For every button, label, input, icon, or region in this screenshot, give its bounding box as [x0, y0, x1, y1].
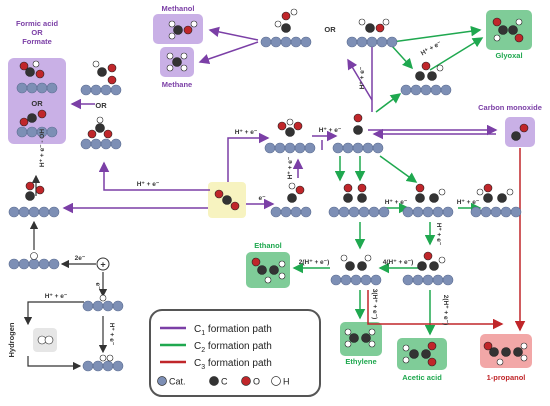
proton-circle: + — [96, 257, 110, 271]
step-four-he: 4(H⁺ + e⁻) — [383, 259, 414, 266]
legend-atom-label: Cat. — [169, 377, 186, 387]
step-h-vert: H⁺ + e⁻ — [287, 156, 294, 179]
or-labels: OR OR OR — [31, 25, 336, 110]
co-label: Carbon monoxide — [478, 103, 542, 112]
propanol-label: 1-propanol — [487, 373, 526, 382]
or-top: OR — [324, 25, 336, 34]
step-he-mid2: H⁺ + e⁻ — [457, 199, 480, 206]
ethanol-label: Ethanol — [254, 241, 282, 250]
or-left-mid: OR — [95, 101, 107, 110]
c1-arrows — [62, 26, 498, 214]
ethylene-label: Ethylene — [345, 357, 376, 366]
step-two-he: 2(H⁺ + e⁻) — [299, 259, 330, 266]
legend-atom-label: H — [283, 377, 290, 387]
legend-label-2: C2 formation path — [194, 341, 272, 354]
hydrogen-path-arrows — [23, 174, 108, 371]
co-box — [505, 117, 535, 147]
step-he-oh: H⁺ + e⁻ - OH — [39, 129, 46, 167]
hydrogen-label: Hydrogen — [7, 322, 16, 357]
step-he-mid1: H⁺ + e⁻ — [385, 199, 408, 206]
legend-atom-label: O — [253, 377, 260, 387]
acetic-acid-label: Acetic acid — [402, 373, 442, 382]
legend-label-3: C3 formation path — [194, 358, 272, 371]
step-three-he: 3(H⁺ + e⁻) — [371, 289, 378, 320]
glyoxal-label: Glyoxal — [495, 51, 522, 60]
svg-text:+: + — [100, 260, 105, 270]
formic-label-3: Formate — [22, 37, 52, 46]
legend-atom-o-icon — [241, 376, 251, 386]
step-he-cooh: H⁺ + e⁻ — [235, 129, 258, 136]
step-he-up: H⁺ + e⁻ — [359, 66, 366, 89]
step-he-hydrogen: H⁺ + e⁻ — [108, 323, 115, 346]
step-e: e⁻ — [258, 195, 266, 202]
step-two-e: 2e⁻ — [75, 255, 86, 262]
step-he-left: H⁺ + e⁻ — [45, 293, 68, 300]
legend-atoms: Cat. C O H — [157, 376, 290, 387]
product-labels: Formic acid OR Formate Methanol Methane … — [7, 4, 542, 382]
legend-atom-c-icon — [209, 376, 219, 386]
methanol-label: Methanol — [162, 4, 195, 13]
step-two-he-acetic: 2(H⁺ + e⁻) — [442, 295, 449, 326]
legend-atom-label: C — [221, 377, 228, 387]
ethylene-box — [340, 322, 382, 356]
legend: C1 formation path C2 formation path C3 for… — [149, 309, 321, 397]
methane-label: Methane — [162, 80, 192, 89]
legend-label-1: C1 formation path — [194, 324, 272, 337]
legend-frame — [149, 309, 321, 397]
step-he-down: H⁺ + e⁻ — [435, 223, 442, 246]
formic-label-2: OR — [31, 28, 43, 37]
c2-arrows — [292, 26, 484, 336]
c3-arrows — [367, 148, 526, 332]
step-he-co: H⁺ + e⁻ — [319, 127, 342, 134]
legend-paths: C1 formation path C2 formation path C3 for… — [160, 324, 272, 371]
catalyst-surfaces — [8, 36, 522, 372]
step-he-co2: H⁺ + e⁻ — [137, 181, 160, 188]
step-he-glyoxal: H⁺ + e⁻ — [420, 40, 444, 58]
or-formic-box: OR — [31, 99, 43, 108]
legend-atom-h-icon — [271, 376, 281, 386]
molecules — [19, 8, 529, 367]
formic-label-1: Formic acid — [16, 19, 59, 28]
legend-atom-cat-icon — [157, 376, 167, 386]
step-e-down: e⁻ — [94, 282, 101, 290]
